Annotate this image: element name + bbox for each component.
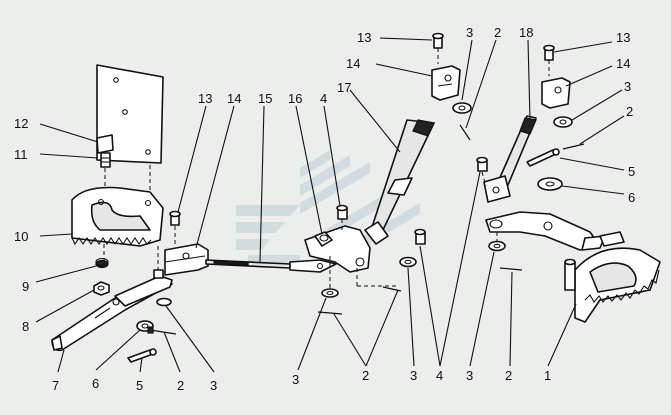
callout-5-right: 5 [628, 164, 635, 179]
left-clevis-14 [164, 243, 209, 276]
right-washer-6 [537, 177, 563, 191]
mid-pin-2 [459, 124, 471, 141]
callout-5-left: 5 [136, 378, 143, 393]
left-bolt [96, 134, 114, 168]
right-pin-13 [543, 44, 555, 61]
mid-lever-16 [304, 225, 371, 273]
right-washer-3 [553, 116, 573, 128]
callout-2-left: 2 [177, 378, 184, 393]
mid-pin-4b [414, 228, 426, 245]
callout-3-bottom-center: 3 [410, 368, 417, 383]
mid-washer-3b [399, 256, 417, 268]
left-cotter-5 [127, 348, 157, 363]
mid-clevis-14 [431, 65, 461, 101]
callout-3-left: 3 [210, 378, 217, 393]
left-toothed-sector [71, 186, 164, 247]
callout-11: 11 [14, 147, 28, 162]
callout-2-mid-top: 2 [494, 25, 501, 40]
left-washer-3 [156, 297, 172, 307]
callout-13-mid: 13 [357, 30, 371, 45]
leader-lines [35, 37, 625, 373]
left-bracket-arm [114, 269, 173, 307]
right-pin-2 [562, 143, 585, 150]
callout-15: 15 [258, 91, 272, 106]
callout-4-bottom: 4 [436, 368, 443, 383]
left-pin-13 [169, 210, 181, 226]
rod-17 [364, 119, 435, 245]
rod-18 [483, 115, 537, 203]
callout-3-mid-top: 3 [466, 25, 473, 40]
left-pin-2 [147, 326, 177, 335]
left-nut-8 [93, 281, 110, 296]
mid-pin-4 [336, 204, 348, 220]
callout-2-bottom-right: 2 [505, 368, 512, 383]
callout-13-right: 13 [616, 30, 630, 45]
callout-17: 17 [337, 80, 351, 95]
mid-pin-2a [317, 311, 343, 315]
callout-8: 8 [22, 319, 29, 334]
callout-1: 1 [544, 368, 551, 383]
left-washer-9 [95, 257, 109, 269]
callout-14-mid: 14 [346, 56, 360, 71]
left-bracket-plate [96, 64, 164, 164]
callout-9: 9 [22, 279, 29, 294]
callout-3-bottom-right: 3 [466, 368, 473, 383]
right-pin-4 [476, 156, 488, 172]
right-washer-3b [488, 240, 506, 252]
callout-3-bottom-mid: 3 [292, 372, 299, 387]
mid-washer-3a [321, 288, 339, 298]
callout-14-left: 14 [227, 91, 241, 106]
callout-2-bottom-mid: 2 [362, 368, 369, 383]
mid-pin-13 [432, 32, 444, 49]
callout-7: 7 [52, 378, 59, 393]
right-pin-2b [499, 267, 523, 271]
callout-13-left: 13 [198, 91, 212, 106]
callout-10: 10 [14, 229, 28, 244]
callout-4-mid-top: 4 [320, 91, 327, 106]
right-clevis-14 [541, 77, 571, 109]
callout-16: 16 [288, 91, 302, 106]
right-toothed-sector [564, 231, 661, 323]
right-cotter-5 [526, 148, 560, 167]
callout-6-left: 6 [92, 376, 99, 391]
callout-18: 18 [519, 25, 533, 40]
callout-6-right: 6 [628, 190, 635, 205]
callout-14-right: 14 [616, 56, 630, 71]
callout-2-right: 2 [626, 104, 633, 119]
callout-labels: 13 14 17 3 2 18 13 14 3 2 5 6 12 11 10 9… [14, 25, 635, 393]
right-lever-arm [485, 211, 606, 251]
mid-washer-3 [452, 102, 472, 114]
rod-15 [205, 259, 337, 273]
callout-12: 12 [14, 116, 28, 131]
callout-3-right: 3 [624, 79, 631, 94]
